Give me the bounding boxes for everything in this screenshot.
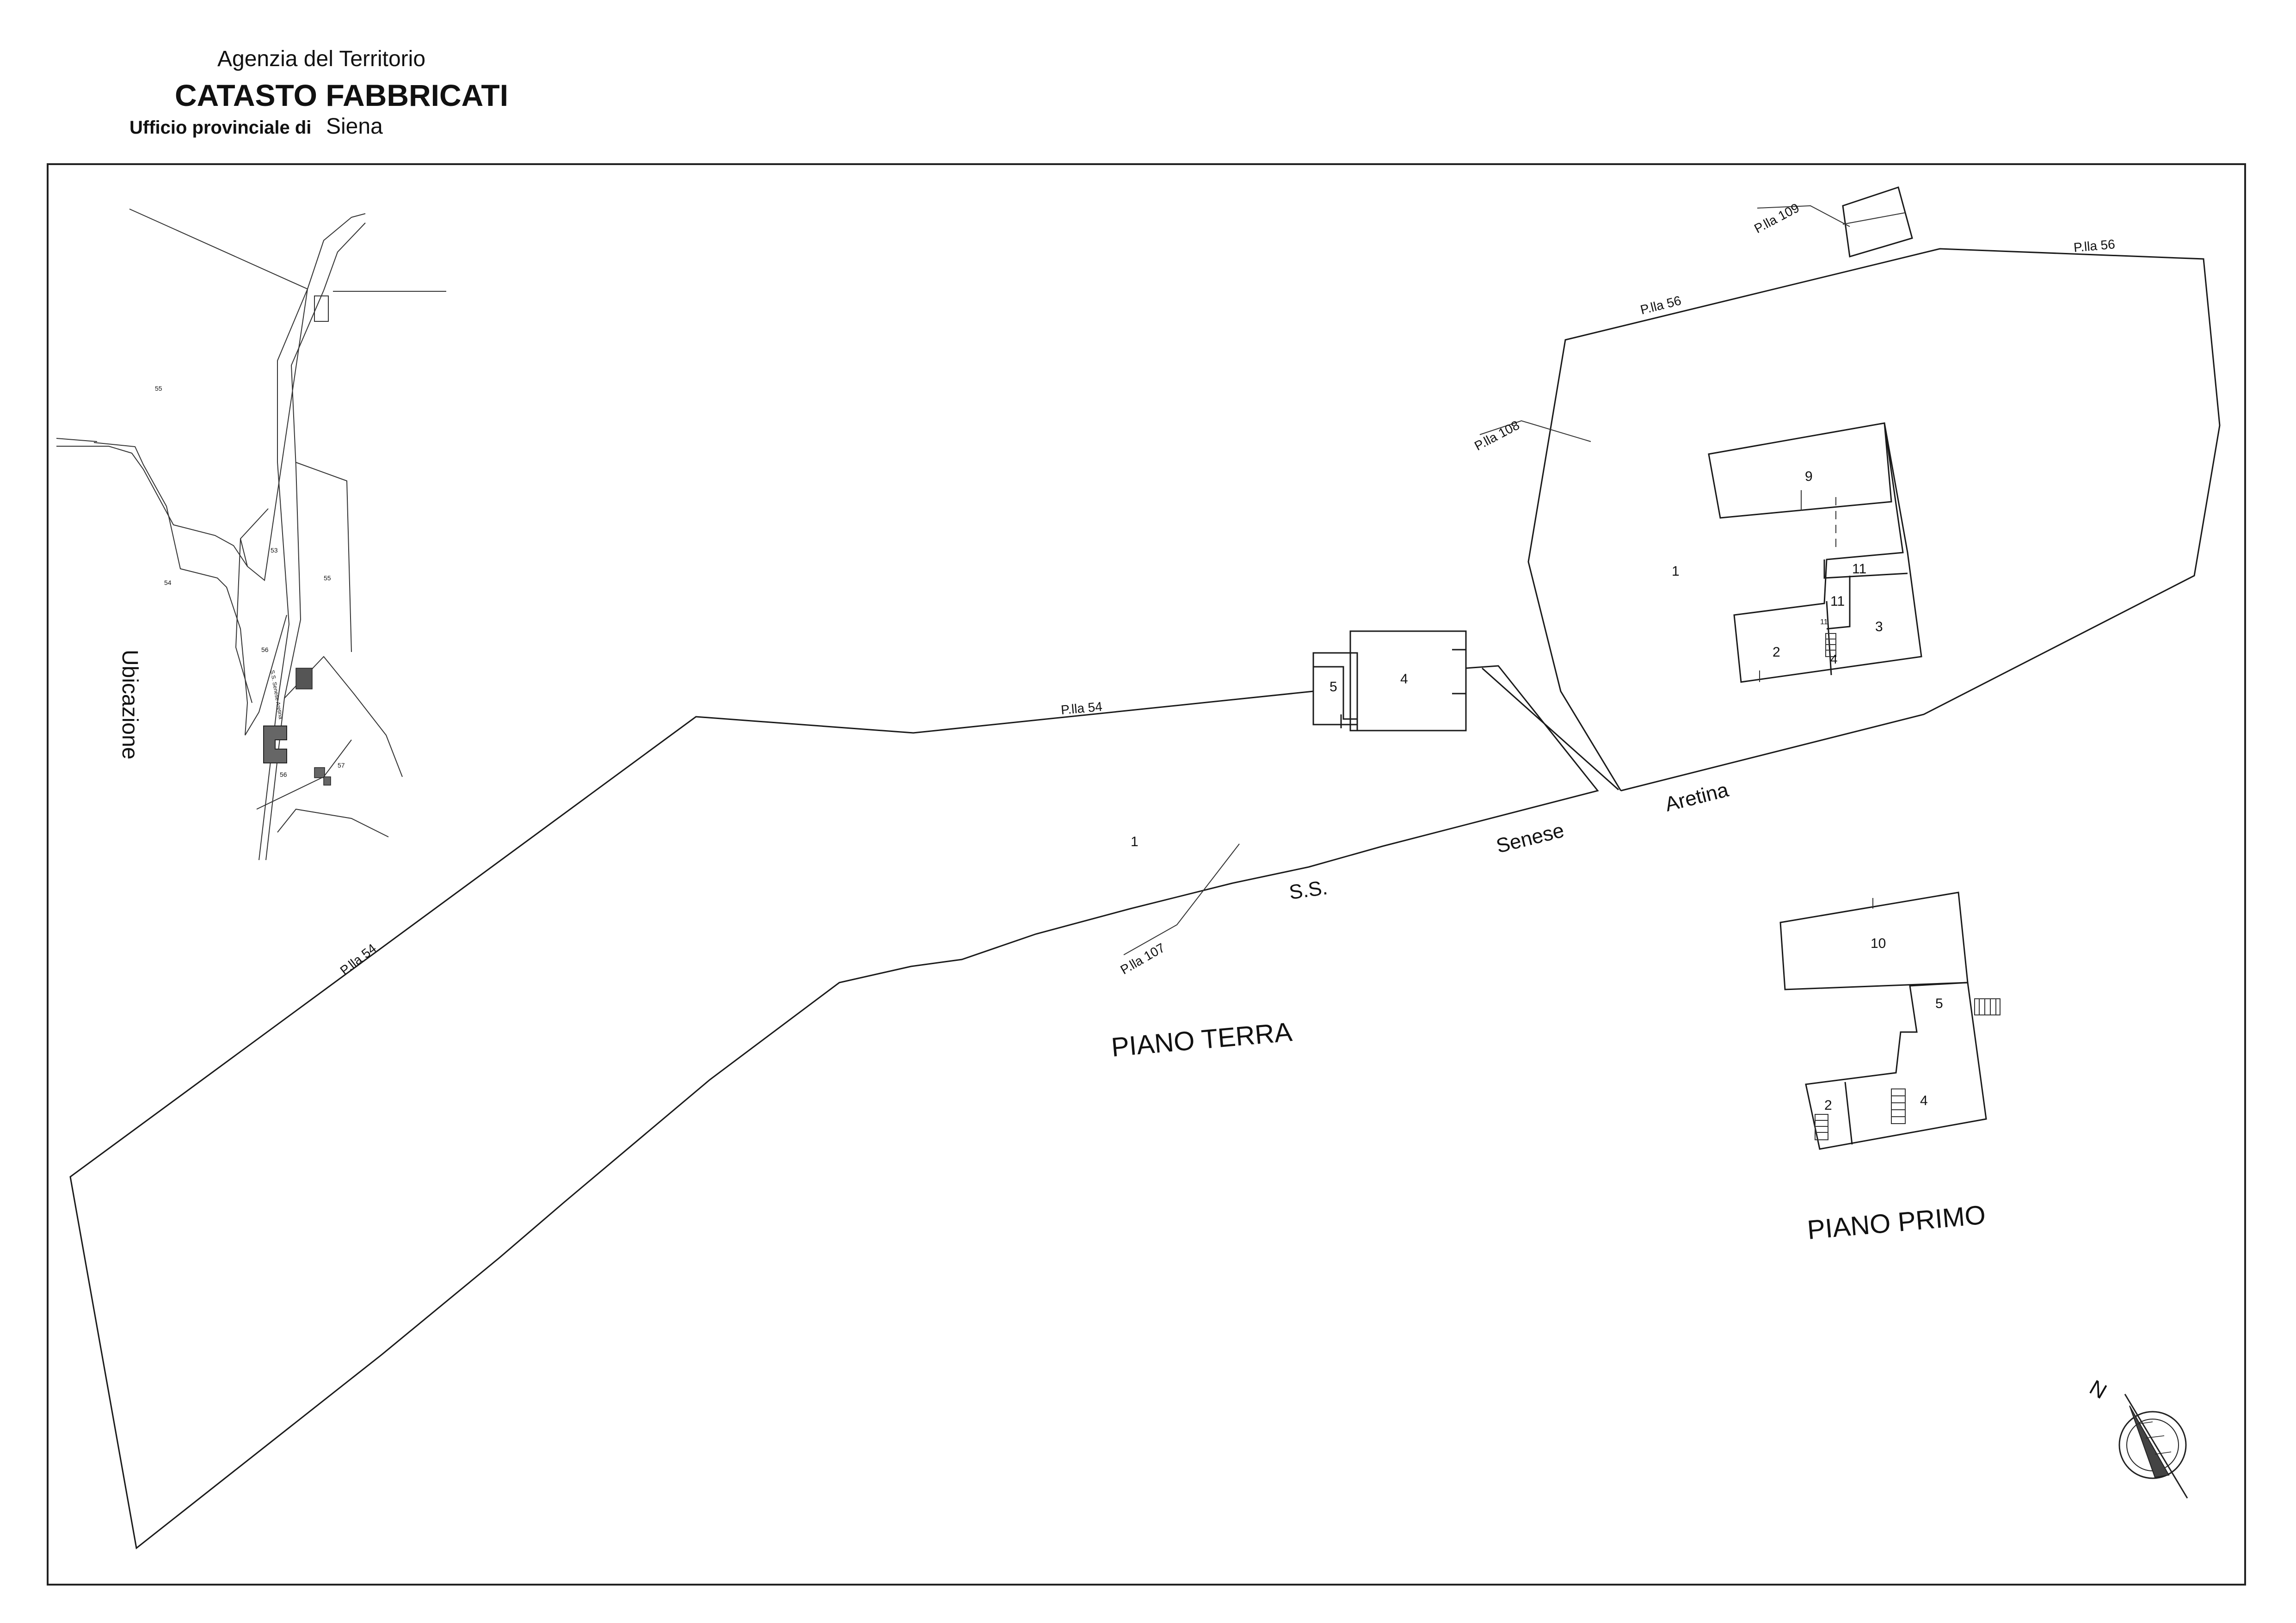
unit-label-2: 2 xyxy=(1773,645,1780,660)
unit-label-9: 9 xyxy=(1805,469,1813,484)
stairs-icon xyxy=(1891,1088,1906,1124)
unit-label-5: 5 xyxy=(1330,679,1337,695)
road-label-aretina: Aretina xyxy=(1663,778,1731,816)
inset-road-label: S.S. Senese Aretina xyxy=(269,670,284,720)
unit-label-4: 4 xyxy=(1400,671,1408,687)
stairs-icon xyxy=(1825,633,1836,657)
unit-label-3: 3 xyxy=(1875,619,1883,634)
unit-label-11-a: 11 xyxy=(1852,561,1866,577)
first-floor-plan xyxy=(1779,891,2001,1150)
unit-label-2-first: 2 xyxy=(1824,1098,1832,1113)
unit-label-1-upper: 1 xyxy=(1672,564,1680,579)
inset-parcel-label: 57 xyxy=(338,762,345,769)
unit-label-5-first: 5 xyxy=(1935,996,1943,1011)
unit-label-11-c: 11 xyxy=(1820,618,1828,626)
north-label: N xyxy=(2086,1375,2111,1404)
road-label-ss: S.S. xyxy=(1288,876,1329,904)
parcel-label-109: P.lla 109 xyxy=(1752,200,1802,236)
unit-label-4-first: 4 xyxy=(1920,1093,1928,1108)
unit-label-11-b: 11 xyxy=(1830,594,1845,609)
inset-title: Ubicazione xyxy=(117,650,142,759)
unit-label-10: 10 xyxy=(1871,936,1886,951)
office-city: Siena xyxy=(326,114,383,139)
inset-parcel-label: 56 xyxy=(261,646,269,653)
stairs-icon xyxy=(1974,998,2001,1015)
unit-label-1-lower: 1 xyxy=(1131,834,1139,849)
inset-parcel-label: 56 xyxy=(280,771,287,778)
registry-title: CATASTO FABBRICATI xyxy=(175,78,509,112)
first-floor-title: PIANO PRIMO xyxy=(1806,1199,1987,1245)
stairs-icon xyxy=(1815,1114,1828,1140)
inset-parcel-label: 55 xyxy=(155,385,162,392)
office-label: Ufficio provinciale di xyxy=(129,117,312,138)
inset-parcel-label: 54 xyxy=(164,579,172,586)
parcel-label-56-right: P.lla 56 xyxy=(2073,237,2116,255)
parcel-label-108: P.lla 108 xyxy=(1472,418,1522,453)
ground-floor-title: PIANO TERRA xyxy=(1110,1017,1293,1063)
ground-floor-plan xyxy=(69,186,2221,1549)
parcel-label-54-left: P.lla 54 xyxy=(338,941,379,978)
road-label-senese: Senese xyxy=(1494,819,1567,858)
parcel-label-107: P.lla 107 xyxy=(1118,941,1168,977)
inset-parcel-label: 53 xyxy=(271,547,278,554)
inset-parcel-label: 55 xyxy=(324,574,331,582)
unit-label-4-small: 4 xyxy=(1830,652,1838,666)
sheet-frame xyxy=(47,163,2246,1586)
north-arrow-icon xyxy=(2118,1394,2188,1499)
agency-title: Agenzia del Territorio xyxy=(217,47,426,71)
location-inset: 55 53 54 55 56 57 56 S.S. Senese Aretina… xyxy=(56,209,446,861)
